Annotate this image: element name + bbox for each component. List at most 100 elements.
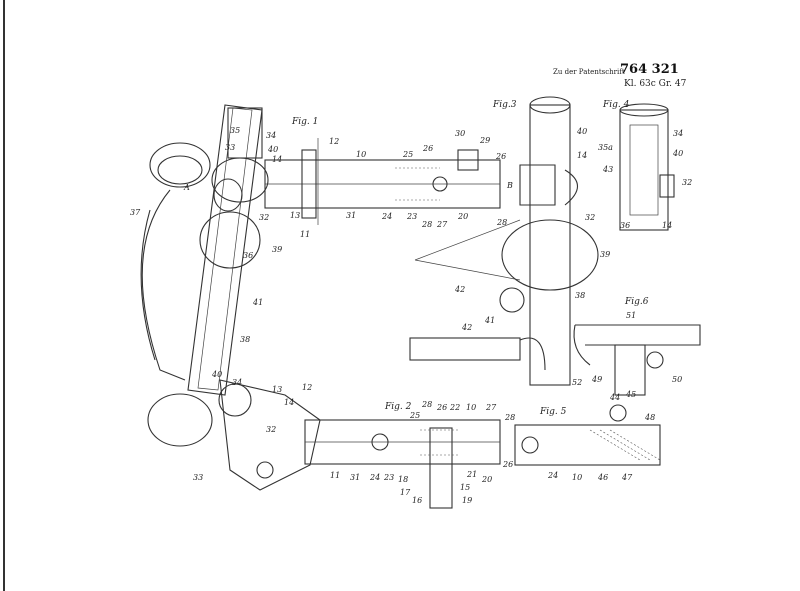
ref-numeral: 50 <box>672 375 682 384</box>
ref-numeral: 33 <box>225 143 235 152</box>
ref-numeral: 23 <box>383 473 394 482</box>
ref-numeral: 18 <box>398 475 408 484</box>
ref-numeral: 40 <box>576 127 587 136</box>
ref-numeral: 36 <box>620 221 630 230</box>
ref-numeral: 32 <box>259 213 269 222</box>
ref-numeral: 42 <box>461 323 472 332</box>
fig5-drawing <box>514 404 661 466</box>
ref-numeral: 23 <box>406 212 417 221</box>
ref-numeral: B <box>506 181 513 190</box>
fig4-reference-numerals: 34 35a 40 43 32 36 14 <box>598 129 692 230</box>
ref-numeral: 29 <box>479 136 490 145</box>
ref-numeral: 49 <box>591 375 602 384</box>
ref-numeral: 47 <box>621 473 633 482</box>
ref-numeral: 14 <box>662 221 672 230</box>
ref-numeral: 27 <box>436 220 448 229</box>
ref-numeral: 25 <box>409 411 420 420</box>
ref-numeral: 30 <box>455 129 465 138</box>
ref-numeral: 28 <box>421 400 432 409</box>
patent-number: 764 321 <box>620 62 679 77</box>
fig3-label: Fig.3 <box>492 100 517 110</box>
ref-numeral: 28 <box>496 218 507 227</box>
ref-numeral: 20 <box>481 475 492 484</box>
fig1-reference-numerals: 35 34 33 40 14 12 10 25 26 30 29 26 A B … <box>130 126 513 344</box>
fig6-reference-numerals: 51 50 <box>626 311 682 384</box>
ref-numeral: 31 <box>350 473 360 482</box>
fig4-drawing <box>619 103 675 231</box>
ref-numeral: 14 <box>284 398 294 407</box>
ref-numeral: 24 <box>547 471 558 480</box>
ref-numeral: 14 <box>272 155 282 164</box>
ref-numeral: 37 <box>130 208 141 217</box>
ref-numeral: 20 <box>457 212 468 221</box>
fig6-drawing <box>573 324 701 396</box>
ref-numeral: 46 <box>597 473 608 482</box>
ref-numeral: 43 <box>602 165 613 174</box>
ref-numeral: 32 <box>682 178 692 187</box>
ref-numeral: 39 <box>272 245 282 254</box>
ref-numeral: 51 <box>626 311 636 320</box>
ref-numeral: 10 <box>356 150 366 159</box>
scan-edge-line <box>3 0 5 591</box>
ref-numeral: 24 <box>381 212 392 221</box>
ref-numeral: 36 <box>243 251 253 260</box>
ref-numeral: 34 <box>266 131 276 140</box>
ref-numeral: 12 <box>329 137 339 146</box>
fig2-drawing <box>147 379 501 509</box>
ref-numeral: 33 <box>193 473 203 482</box>
ref-numeral: 14 <box>577 151 587 160</box>
ref-numeral: 15 <box>460 483 470 492</box>
fig5-reference-numerals: 24 10 46 47 44 45 48 <box>547 390 655 482</box>
ref-numeral: 45 <box>625 390 636 399</box>
fig5-label: Fig. 5 <box>539 407 567 417</box>
ref-numeral: 13 <box>290 211 300 220</box>
ref-numeral: 26 <box>436 403 447 412</box>
ref-numeral: 28 <box>421 220 432 229</box>
ref-numeral: 38 <box>575 291 585 300</box>
ref-numeral: 38 <box>240 335 250 344</box>
ref-numeral: 44 <box>609 393 620 402</box>
ref-numeral: 52 <box>572 378 582 387</box>
ref-numeral: 41 <box>484 316 495 325</box>
ref-numeral: 26 <box>495 152 506 161</box>
ref-numeral: 11 <box>300 230 310 239</box>
fig3-drawing <box>409 96 599 386</box>
fig6-label: Fig.6 <box>624 297 649 307</box>
ref-numeral: 28 <box>504 413 515 422</box>
ref-numeral: 32 <box>585 213 595 222</box>
ref-numeral: 17 <box>400 488 411 497</box>
ref-numeral: 19 <box>462 496 472 505</box>
fig1-drawing <box>140 104 501 396</box>
ref-numeral: 31 <box>346 211 356 220</box>
ref-numeral: 26 <box>502 460 513 469</box>
ref-numeral: A <box>183 183 190 192</box>
ref-numeral: 11 <box>330 471 340 480</box>
ref-numeral: 40 <box>672 149 683 158</box>
patent-prefix: Zu der Patentschrift <box>553 68 625 76</box>
ref-numeral: 35 <box>230 126 240 135</box>
ref-numeral: 10 <box>572 473 582 482</box>
fig2-reference-numerals: 40 34 13 12 14 32 33 11 31 24 23 18 17 1… <box>193 370 515 505</box>
ref-numeral: 35a <box>598 143 613 152</box>
ref-numeral: 48 <box>644 413 655 422</box>
fig3-reference-numerals: 40 14 32 39 42 41 38 42 52 49 <box>454 127 610 387</box>
fig4-label: Fig. 4 <box>602 100 630 110</box>
ref-numeral: 32 <box>266 425 276 434</box>
ref-numeral: 41 <box>252 298 263 307</box>
ref-numeral: 40 <box>267 145 278 154</box>
ref-numeral: 16 <box>412 496 422 505</box>
ref-numeral: 24 <box>369 473 380 482</box>
ref-numeral: 40 <box>211 370 222 379</box>
ref-numeral: 27 <box>485 403 497 412</box>
ref-numeral: 25 <box>402 150 413 159</box>
ref-numeral: 26 <box>422 144 433 153</box>
ref-numeral: 34 <box>232 378 242 387</box>
ref-numeral: 12 <box>302 383 312 392</box>
ref-numeral: 10 <box>466 403 476 412</box>
ref-numeral: 42 <box>454 285 465 294</box>
ref-numeral: 22 <box>449 403 460 412</box>
patent-classification: Kl. 63c Gr. 47 <box>624 79 687 89</box>
ref-numeral: 39 <box>600 250 610 259</box>
